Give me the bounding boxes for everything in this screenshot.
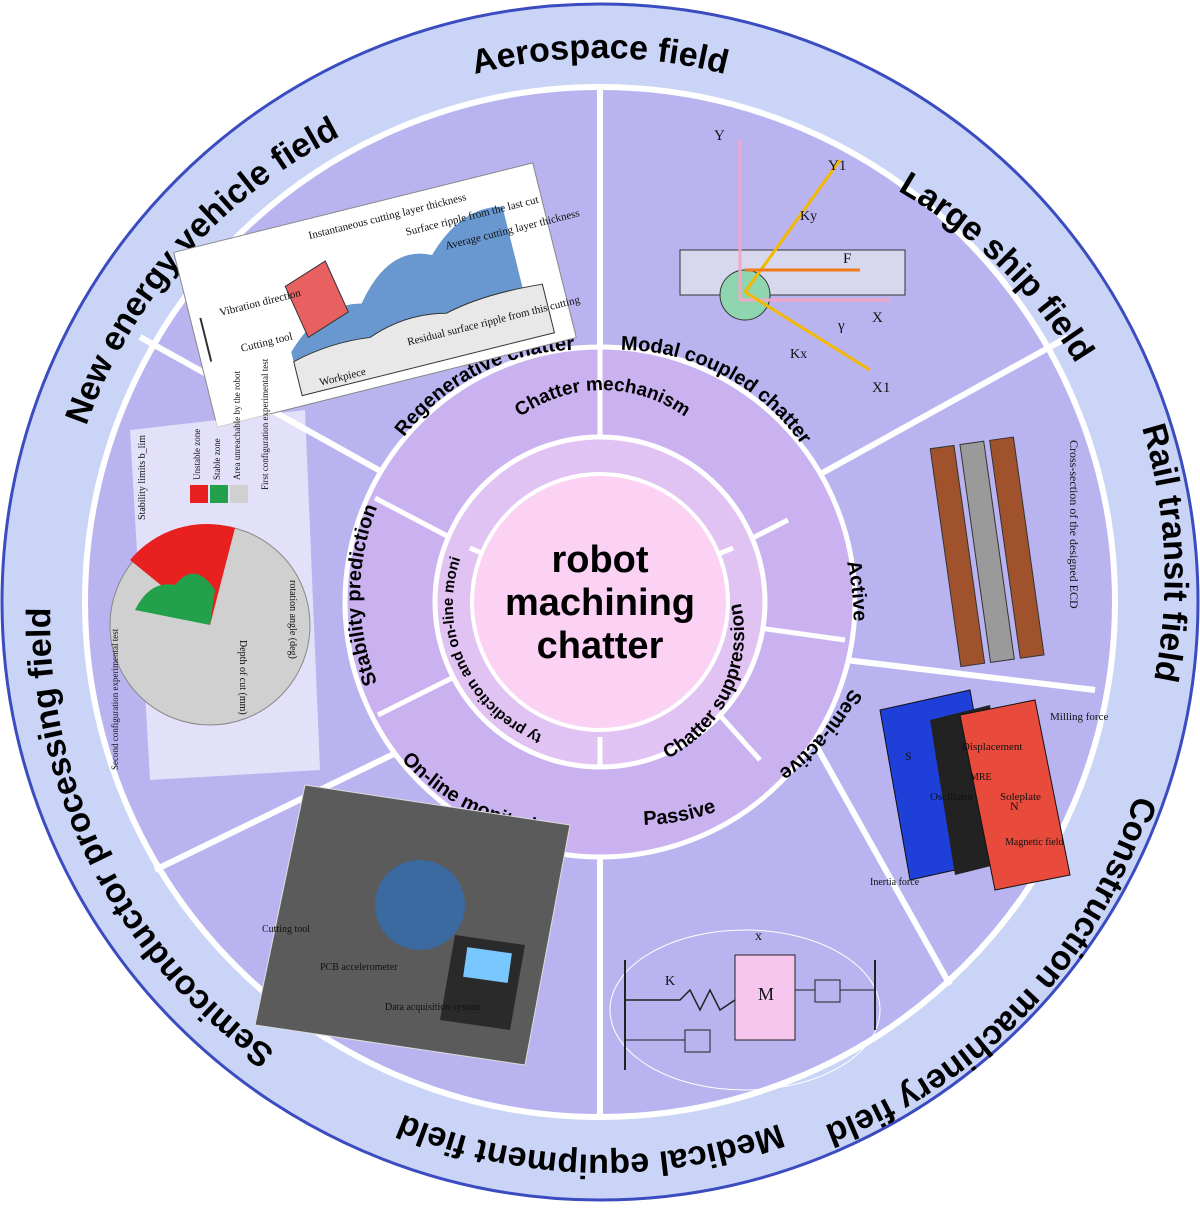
passive-x: x bbox=[755, 929, 762, 944]
modal-y: Y bbox=[714, 128, 725, 144]
active-caption: Cross-section of the designed ECD bbox=[1067, 440, 1081, 609]
semi-magnetic: Magnetic field bbox=[1005, 837, 1064, 848]
passive-k: K bbox=[665, 974, 675, 989]
semi-n: N bbox=[1010, 799, 1019, 813]
pred-stable: Stable zone bbox=[212, 438, 222, 480]
modal-ky: Ky bbox=[800, 209, 817, 224]
pred-unreachable: Area unreachable by the robot bbox=[232, 371, 242, 480]
online-pcb: PCB accelerometer bbox=[320, 962, 398, 973]
semi-oscillator: Oscillator bbox=[930, 791, 974, 803]
panel-passive: x K M bbox=[609, 929, 881, 1091]
online-tool: Cutting tool bbox=[262, 924, 310, 935]
pred-depth: Depth of cut (mm) bbox=[237, 640, 248, 715]
modal-x: X bbox=[872, 310, 883, 326]
pred-first: First configuration experimental test bbox=[260, 358, 270, 490]
pred-rotation: rotation angle (deg) bbox=[287, 580, 298, 659]
modal-x1: X1 bbox=[872, 380, 890, 396]
modal-kx: Kx bbox=[790, 347, 807, 362]
panel-active: Cross-section of the designed ECD bbox=[929, 436, 1081, 668]
panel-modal: Y Y1 Ky F X Kx X1 γ bbox=[679, 128, 906, 396]
modal-f: F bbox=[843, 251, 851, 267]
semi-inertia: Inertia force bbox=[870, 877, 920, 888]
panel-regenerative: Vibration direction Cutting tool Instant… bbox=[173, 162, 582, 428]
modal-y1: Y1 bbox=[828, 158, 846, 174]
pred-unstable: Unstable zone bbox=[192, 429, 202, 480]
center-title-line2: machining bbox=[505, 582, 695, 624]
center-title-line3: chatter bbox=[537, 625, 664, 667]
pred-limits: Stability limits b_lim bbox=[137, 435, 148, 520]
semi-displacement: Displacement bbox=[962, 741, 1022, 753]
passive-m: M bbox=[758, 984, 774, 1004]
panel-semi-active: Milling force S N Oscillator Displacemen… bbox=[870, 689, 1108, 891]
center-title-line1: robot bbox=[551, 539, 648, 581]
center-disc bbox=[470, 472, 730, 732]
modal-gamma: γ bbox=[837, 318, 845, 334]
pred-second: Second configuration experimental test bbox=[110, 628, 120, 770]
panel-online: Cutting tool PCB accelerometer Data acqu… bbox=[254, 784, 571, 1066]
semi-soleplate: Soleplate bbox=[1000, 791, 1041, 803]
panel-prediction: Stability limits b_lim Unstable zone Sta… bbox=[109, 358, 320, 780]
online-daq: Data acquisition system bbox=[385, 1002, 481, 1013]
semi-milling: Milling force bbox=[1050, 711, 1108, 723]
semi-mre: MRE bbox=[970, 772, 992, 783]
semi-s: S bbox=[905, 749, 912, 763]
